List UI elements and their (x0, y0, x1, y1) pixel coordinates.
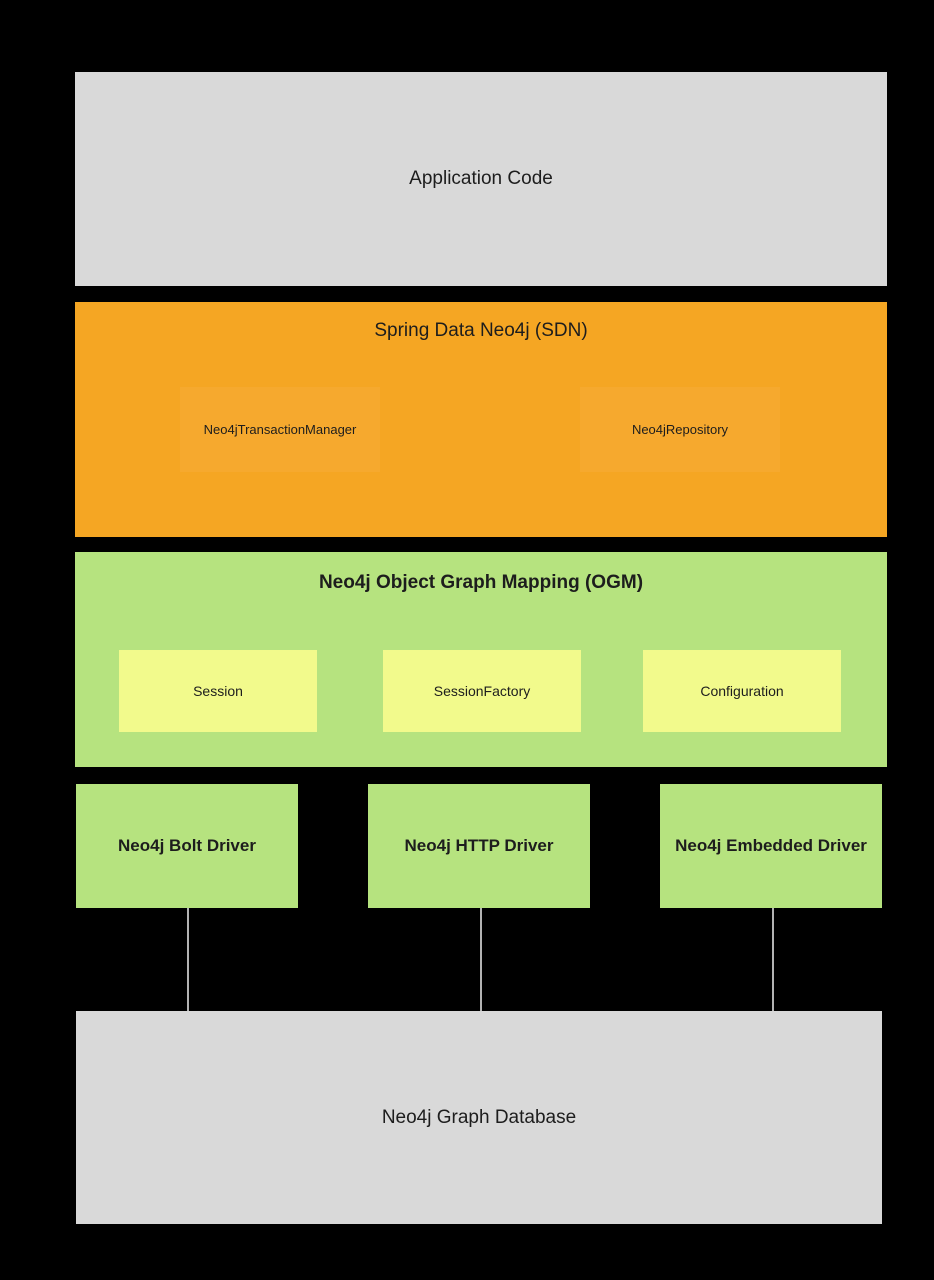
driver-http-label: Neo4j HTTP Driver (404, 836, 554, 855)
component-neo4j-transaction-manager: Neo4jTransactionManager (180, 387, 380, 472)
layer-application-code: Application Code (75, 72, 887, 286)
layer-spring-data-neo4j-title: Spring Data Neo4j (SDN) (374, 320, 588, 341)
layer-neo4j-graph-database-label: Neo4j Graph Database (381, 1106, 577, 1128)
layer-spring-data-neo4j: Spring Data Neo4j (SDN) Neo4jTransaction… (75, 302, 887, 537)
driver-bolt-label: Neo4j Bolt Driver (118, 836, 256, 855)
component-neo4j-transaction-manager-label: Neo4jTransactionManager (203, 422, 357, 437)
component-configuration-label: Configuration (700, 683, 784, 699)
component-session-factory: SessionFactory (383, 650, 581, 732)
component-session-label: Session (193, 683, 243, 699)
driver-embedded: Neo4j Embedded Driver (660, 784, 882, 908)
component-session-factory-label: SessionFactory (433, 683, 531, 699)
layer-application-code-label: Application Code (409, 168, 553, 189)
connector-line-embedded (772, 908, 774, 1011)
connector-line-bolt (187, 908, 189, 1011)
connector-line-http (480, 908, 482, 1011)
component-configuration: Configuration (643, 650, 841, 732)
driver-embedded-label: Neo4j Embedded Driver (675, 836, 867, 855)
component-session: Session (119, 650, 317, 732)
component-neo4j-repository: Neo4jRepository (580, 387, 780, 472)
driver-bolt: Neo4j Bolt Driver (76, 784, 298, 908)
layer-neo4j-graph-database: Neo4j Graph Database (76, 1011, 882, 1224)
component-neo4j-repository-label: Neo4jRepository (631, 422, 729, 437)
layer-neo4j-ogm-title: Neo4j Object Graph Mapping (OGM) (318, 572, 644, 593)
layer-neo4j-ogm: Neo4j Object Graph Mapping (OGM) Session… (75, 552, 887, 767)
driver-http: Neo4j HTTP Driver (368, 784, 590, 908)
